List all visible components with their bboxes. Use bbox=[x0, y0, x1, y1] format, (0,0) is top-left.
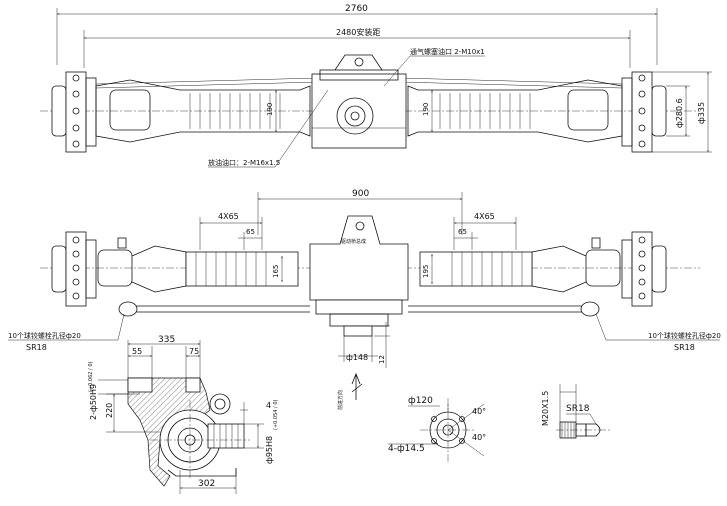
side-height-label: 220 bbox=[105, 403, 114, 418]
angle-top-label: 40° bbox=[472, 407, 486, 416]
height-left-label: 190 bbox=[266, 103, 274, 116]
front-left-flange bbox=[51, 231, 97, 307]
seg-right-label: 75 bbox=[189, 347, 199, 356]
dimension-offset: 4 bbox=[240, 401, 271, 424]
dimension-tube-right: 195 bbox=[422, 254, 433, 284]
tube-right-label: 195 bbox=[422, 265, 430, 278]
dimension-mount-distance: 2480安装距 bbox=[83, 27, 631, 68]
pinion-len-label: 12 bbox=[378, 355, 386, 364]
right-wheel-flange bbox=[621, 71, 667, 153]
dimension-side-total-width: 335 bbox=[127, 335, 201, 378]
housing-label: 驱动桥总成 bbox=[341, 238, 366, 245]
side-section-body bbox=[127, 377, 250, 487]
dimension-center-distance: 900 bbox=[257, 189, 463, 235]
flange-holes-label: 4-ф14.5 bbox=[388, 444, 425, 454]
dimension-side-bottom-width: 302 bbox=[179, 470, 237, 494]
pitch-right-label: 65 bbox=[458, 228, 467, 236]
right-note-sr: SR18 bbox=[674, 343, 695, 352]
center-housing-top bbox=[311, 54, 407, 149]
offset-label: 4 bbox=[266, 401, 271, 410]
shaft-label: ф95H8 bbox=[265, 436, 274, 464]
flange-detail: ф120 4-ф14.5 40° 40° bbox=[388, 396, 486, 462]
left-axle-arm bbox=[95, 77, 319, 143]
shaft-tolerance: (+0.054 / 0) bbox=[273, 400, 279, 430]
bore-label: 2-ф50H9 bbox=[89, 384, 98, 420]
top-view: 2760 2480安装距 bbox=[40, 4, 712, 168]
side-section-view: 335 55 75 2-ф50H9 (+0.062 / 0) 220 bbox=[88, 335, 279, 494]
seg-left-label: 55 bbox=[132, 347, 142, 356]
dimension-bolt-spacing-right: 4X65 65 bbox=[453, 212, 517, 250]
height-right-label: 190 bbox=[422, 103, 430, 116]
ball-joint-detail: M20X1.5 SR18 bbox=[541, 384, 612, 439]
right-axle-arm bbox=[399, 77, 623, 143]
front-left-arm bbox=[97, 237, 310, 317]
tube-left-label: 165 bbox=[272, 265, 280, 278]
flange-dia-inner-label: ф280.6 bbox=[675, 98, 684, 128]
overall-length-label: 2760 bbox=[345, 4, 368, 14]
dimension-bolt-spacing-left: 4X65 65 bbox=[199, 212, 263, 250]
dimension-height-left: 190 bbox=[266, 90, 277, 132]
mount-distance-label: 2480安装距 bbox=[336, 27, 380, 37]
center-distance-label: 900 bbox=[352, 189, 369, 199]
direction-label: 前进方向 bbox=[337, 390, 344, 410]
bolt-spacing-right-label: 4X65 bbox=[474, 212, 495, 221]
center-housing-front: 驱动桥总成 bbox=[309, 215, 409, 337]
bore-tolerance: (+0.062 / 0) bbox=[88, 362, 94, 392]
dimension-height-right: 190 bbox=[422, 90, 433, 132]
left-side-note: 10个球铰螺栓孔径ф20 SR18 bbox=[8, 313, 125, 352]
dimension-tube-left: 165 bbox=[272, 256, 283, 282]
pitch-left-label: 65 bbox=[246, 228, 255, 236]
front-right-arm bbox=[408, 237, 621, 317]
right-note-text: 10个球铰螺栓孔径ф20 bbox=[648, 331, 721, 340]
vent-label: 通气螺塞油口 2-M10x1 bbox=[410, 47, 485, 56]
left-note-text: 10个球铰螺栓孔径ф20 bbox=[8, 331, 81, 340]
vent-callout: 通气螺塞油口 2-M10x1 bbox=[383, 47, 485, 87]
left-note-sr: SR18 bbox=[26, 343, 47, 352]
dimension-side-segments: 55 75 bbox=[128, 346, 200, 378]
drain-label: 放油油口：2-M16x1.5 bbox=[208, 158, 280, 167]
angle-bottom-label: 40° bbox=[472, 433, 486, 442]
side-total-width-label: 335 bbox=[158, 335, 175, 345]
right-side-note: 10个球铰螺栓孔径ф20 SR18 bbox=[595, 313, 721, 352]
left-wheel-flange bbox=[51, 71, 97, 153]
front-right-flange bbox=[621, 231, 667, 307]
bolt-spacing-left-label: 4X65 bbox=[218, 212, 239, 221]
dimension-flange-diameters: ф280.6 ф335 bbox=[652, 71, 712, 153]
direction-indicator: 前进方向 bbox=[337, 372, 363, 410]
drain-callout: 放油油口：2-M16x1.5 bbox=[208, 89, 329, 168]
front-view: 900 4X65 65 4X65 65 bbox=[8, 189, 721, 368]
flange-dia-outer-label: ф335 bbox=[697, 102, 706, 124]
dimension-overall-length: 2760 bbox=[56, 4, 658, 65]
flange-pcd-label: ф120 bbox=[408, 396, 433, 406]
bottom-width-label: 302 bbox=[198, 479, 215, 489]
dimension-pinion: ф148 12 bbox=[338, 322, 390, 368]
pinion-dia-label: ф148 bbox=[346, 353, 368, 362]
ball-radius-label: SR18 bbox=[566, 404, 590, 414]
dimension-shaft: ф95H8 (+0.054 / 0) bbox=[244, 400, 279, 464]
ball-thread-label: M20X1.5 bbox=[541, 391, 550, 426]
